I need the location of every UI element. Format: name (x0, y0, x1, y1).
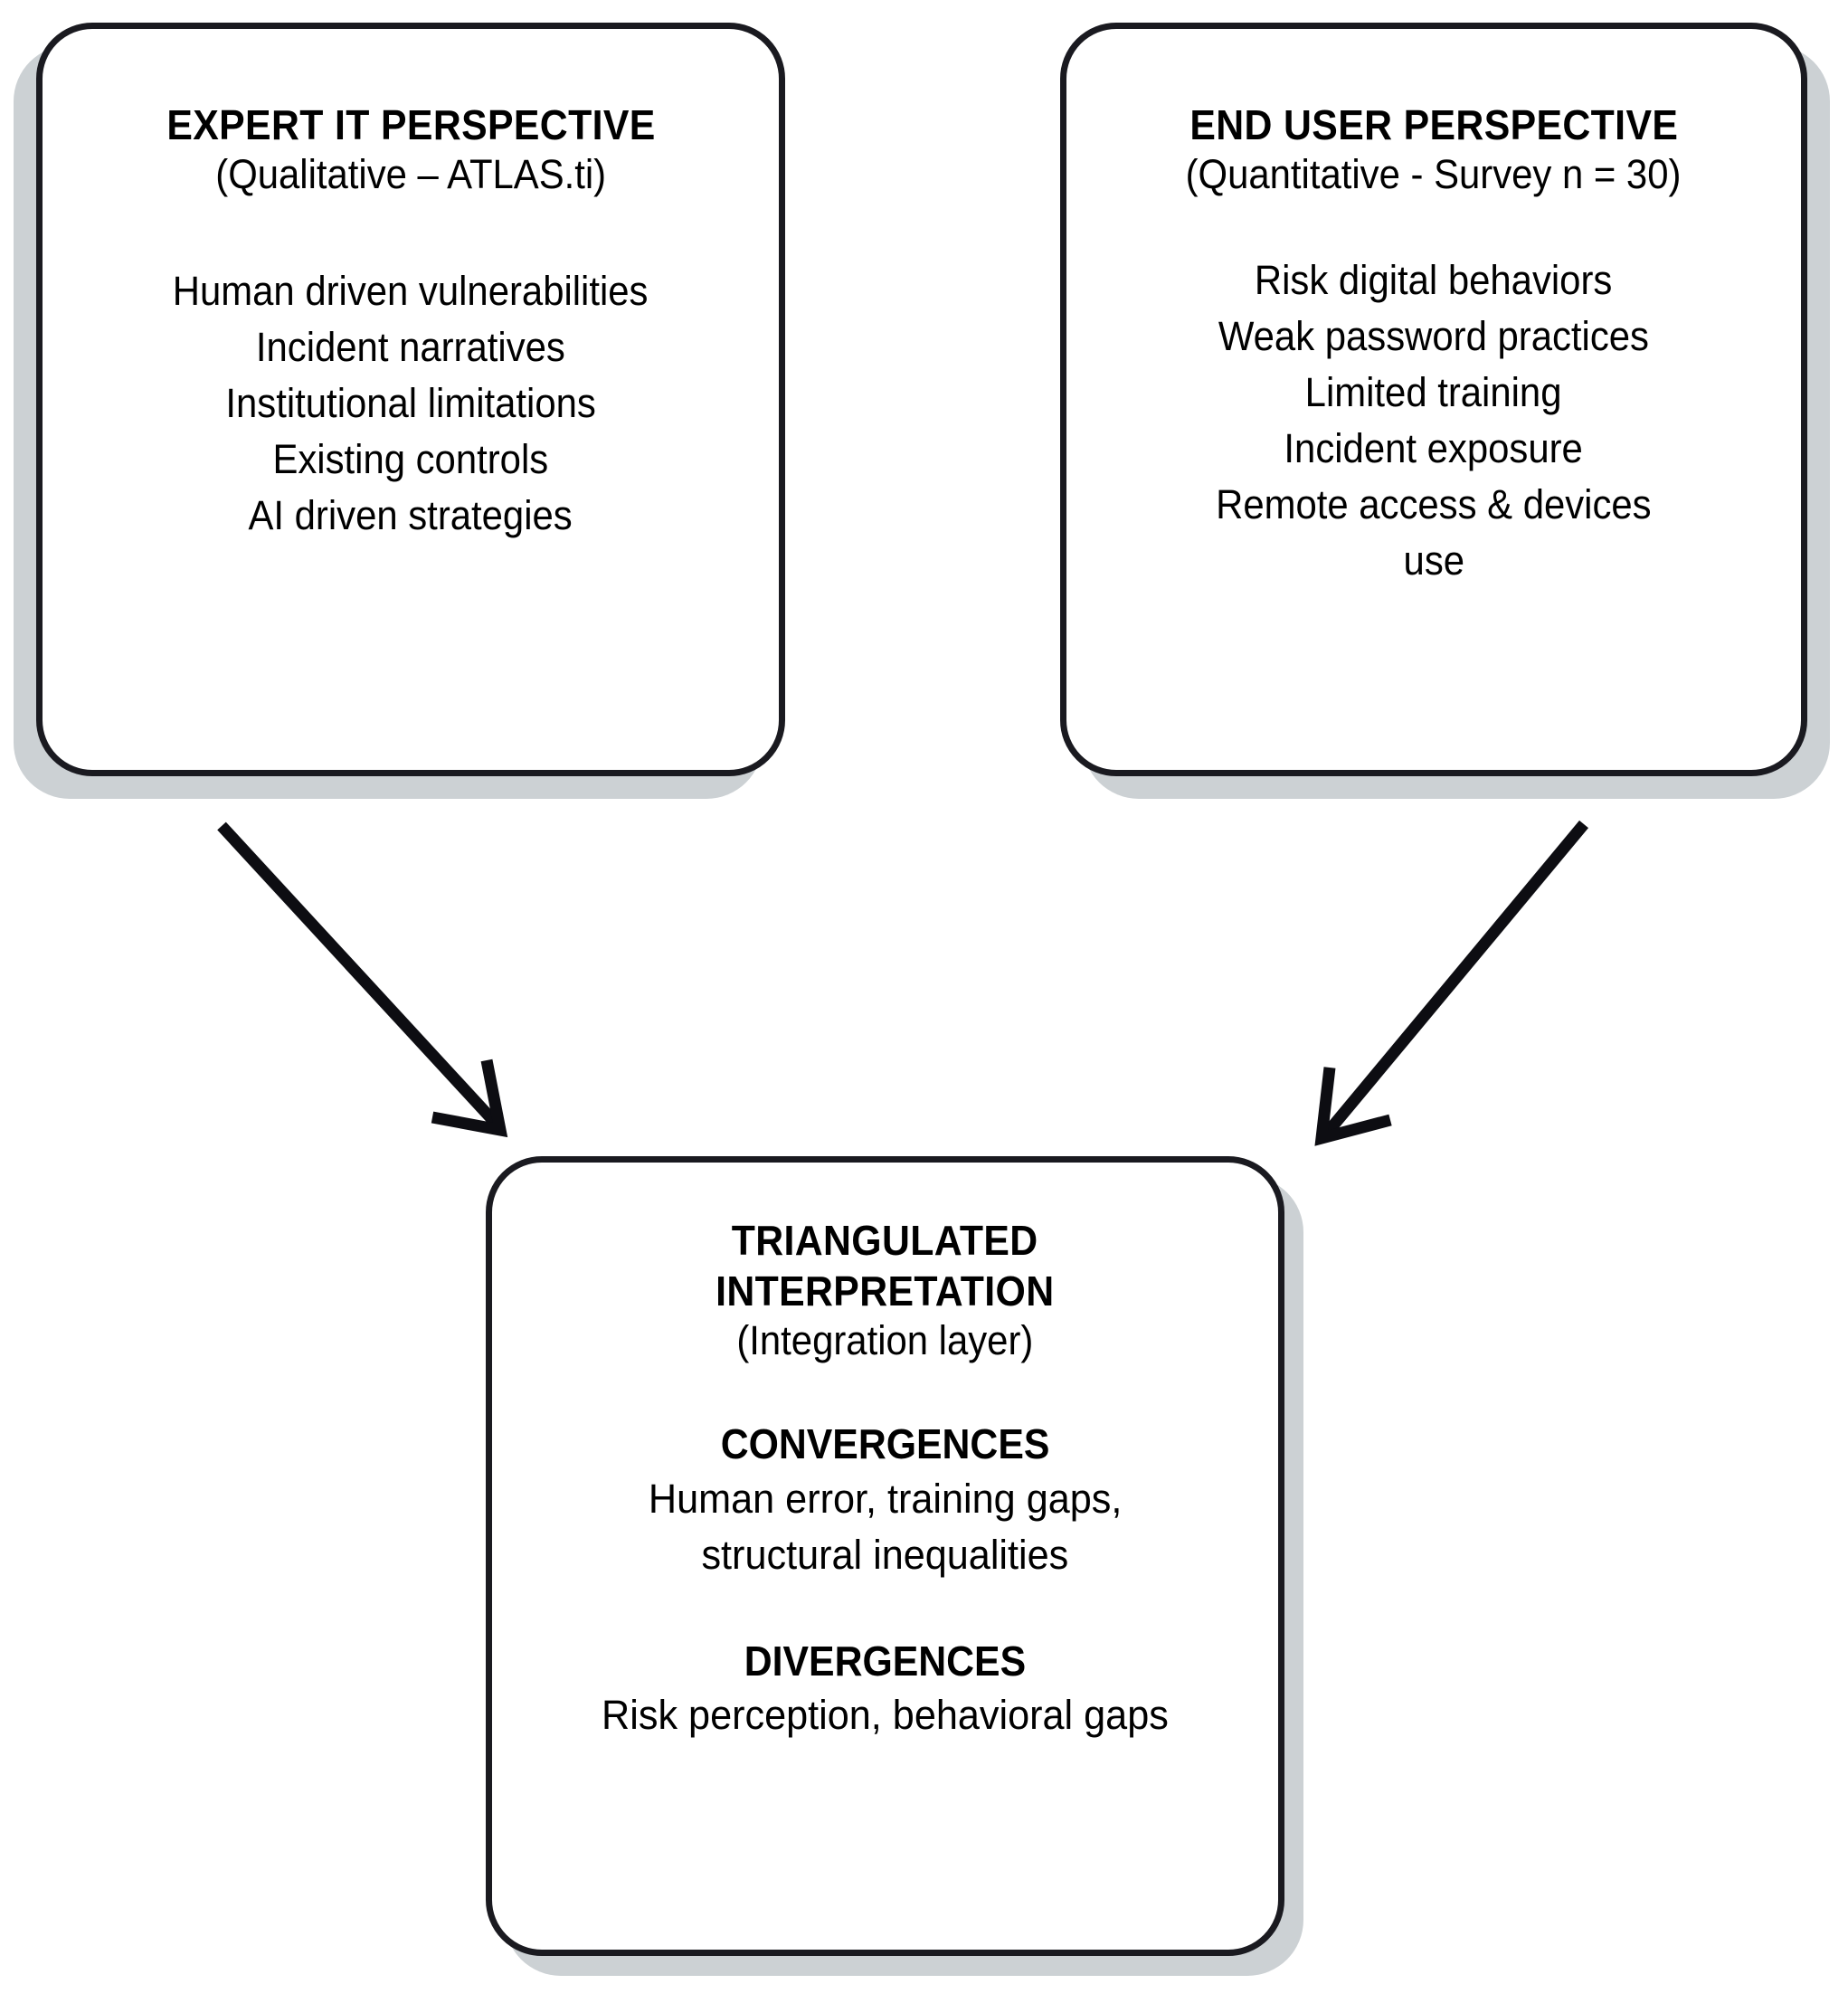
convergences-line-0: Human error, training gaps, (648, 1475, 1123, 1522)
end-user-box-title: END USER PERSPECTIVE (1189, 101, 1678, 148)
triangulated-interpretation-box[interactable]: TRIANGULATED INTERPRETATION (Integration… (486, 1156, 1284, 1956)
arrow-expert-to-triangulated-head (431, 1058, 508, 1138)
end-user-box-item-3: Incident exposure (1284, 425, 1584, 472)
end-user-box-item-1: Weak password practices (1218, 313, 1650, 360)
triangulated-box-content: TRIANGULATED INTERPRETATION (Integration… (492, 1163, 1278, 1950)
expert-box-title: EXPERT IT PERSPECTIVE (166, 101, 656, 148)
expert-box-item-4: AI driven strategies (248, 492, 573, 539)
expert-box-subtitle: (Qualitative – ATLAS.ti) (215, 151, 606, 198)
arrow-expert-to-triangulated-line (217, 821, 505, 1133)
expert-box-item-0: Human driven vulnerabilities (173, 268, 649, 314)
triangulated-box-subtitle: (Integration layer) (736, 1317, 1034, 1364)
triangulated-box-title-line-2: INTERPRETATION (716, 1267, 1055, 1315)
convergences-heading: CONVERGENCES (720, 1420, 1050, 1468)
expert-box-item-3: Existing controls (272, 436, 549, 483)
end-user-perspective-box[interactable]: END USER PERSPECTIVE (Quantitative - Sur… (1060, 23, 1807, 776)
end-user-box-item-2: Limited training (1305, 369, 1562, 416)
end-user-box-item-4: Remote access & devices (1216, 481, 1652, 528)
expert-it-perspective-box[interactable]: EXPERT IT PERSPECTIVE (Qualitative – ATL… (36, 23, 785, 776)
divergences-line-0: Risk perception, behavioral gaps (602, 1692, 1169, 1739)
arrow-end-user-to-triangulated-head (1314, 1067, 1392, 1146)
end-user-box-item-5: use (1403, 537, 1464, 584)
arrow-end-user-to-triangulated-line (1320, 820, 1588, 1141)
end-user-box-content: END USER PERSPECTIVE (Quantitative - Sur… (1066, 29, 1801, 770)
expert-box-item-2: Institutional limitations (225, 380, 596, 427)
end-user-box-item-0: Risk digital behaviors (1255, 257, 1613, 303)
end-user-box-subtitle: (Quantitative - Survey n = 30) (1186, 151, 1682, 198)
expert-box-content: EXPERT IT PERSPECTIVE (Qualitative – ATL… (43, 29, 779, 770)
divergences-heading: DIVERGENCES (744, 1637, 1027, 1685)
expert-box-item-1: Incident narratives (256, 324, 565, 371)
triangulated-box-title-line-1: TRIANGULATED (732, 1217, 1038, 1264)
convergences-line-1: structural inequalities (701, 1531, 1069, 1578)
